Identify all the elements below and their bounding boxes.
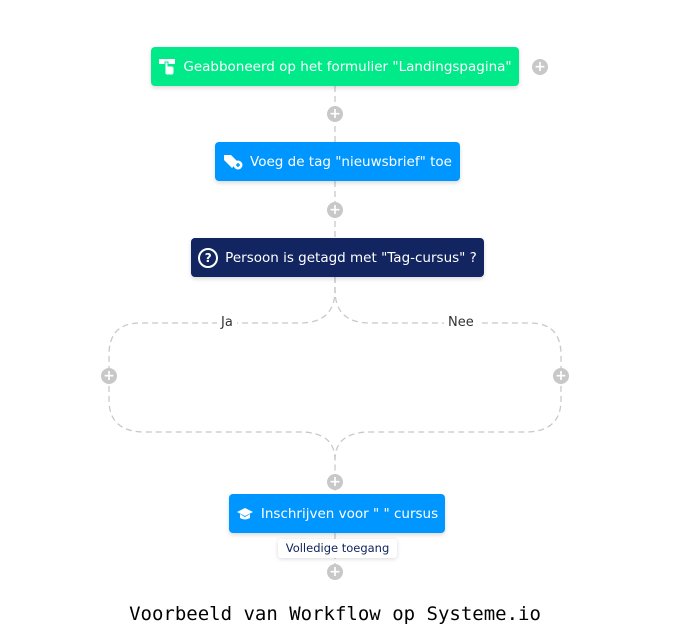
enroll-label: Inschrijven voor " " cursus: [260, 505, 439, 522]
condition-node[interactable]: ? Persoon is getagd met "Tag-cursus" ?: [191, 238, 484, 277]
add-parallel-button[interactable]: +: [532, 59, 548, 75]
caption: Voorbeeld van Workflow op Systeme.io: [129, 603, 541, 625]
add-step-button[interactable]: +: [327, 474, 343, 490]
tag-plus-icon: [223, 154, 243, 170]
enroll-node[interactable]: Inschrijven voor " " cursus: [229, 494, 445, 533]
add-step-yes-button[interactable]: +: [101, 368, 117, 384]
access-badge: Volledige toegang: [278, 539, 397, 558]
question-circle-icon: ?: [198, 247, 219, 268]
add-step-button[interactable]: +: [327, 202, 343, 218]
add-tag-label: Voeg de tag "nieuwsbrief" toe: [250, 153, 452, 170]
branch-no-label: Nee: [444, 315, 478, 330]
trigger-label: Geabboneerd op het formulier "Landingspa…: [183, 58, 512, 75]
branch-yes-label: Ja: [217, 315, 237, 330]
add-step-no-button[interactable]: +: [553, 368, 569, 384]
graduation-cap-icon: [236, 507, 254, 521]
add-step-button[interactable]: +: [327, 564, 343, 580]
trigger-node[interactable]: Geabboneerd op het formulier "Landingspa…: [151, 47, 519, 86]
add-step-button[interactable]: +: [327, 106, 343, 122]
hand-pointer-icon: [158, 58, 176, 76]
condition-label: Persoon is getagd met "Tag-cursus" ?: [225, 249, 477, 266]
add-tag-node[interactable]: Voeg de tag "nieuwsbrief" toe: [215, 142, 460, 181]
